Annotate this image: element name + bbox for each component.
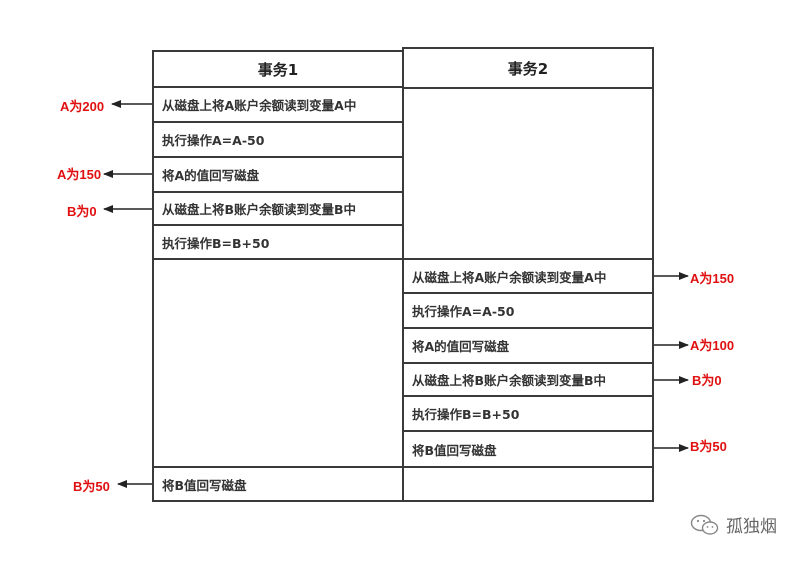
left-label-b50: B为50 bbox=[73, 479, 110, 494]
tx1-step-read-b: 从磁盘上将B账户余额读到变量B中 bbox=[152, 191, 404, 226]
tx2-header: 事务2 bbox=[402, 47, 654, 89]
left-label-a150: A为150 bbox=[57, 167, 102, 182]
watermark: 孤独烟 bbox=[690, 512, 777, 537]
right-label-a100: A为100 bbox=[690, 338, 735, 353]
tx2-empty-bottom bbox=[402, 466, 654, 502]
right-label-b0: B为0 bbox=[692, 373, 722, 388]
tx1-empty-block bbox=[152, 258, 404, 468]
right-label-b50: B为50 bbox=[690, 439, 727, 454]
tx2-step-compute-a: 执行操作A=A-50 bbox=[402, 292, 654, 329]
tx1-step-write-b: 将B值回写磁盘 bbox=[152, 466, 404, 502]
left-label-b0: B为0 bbox=[67, 204, 97, 219]
right-label-a150: A为150 bbox=[690, 271, 735, 286]
tx2-step-compute-b: 执行操作B=B+50 bbox=[402, 395, 654, 432]
tx1-header: 事务1 bbox=[152, 50, 404, 88]
watermark-text: 孤独烟 bbox=[726, 517, 777, 537]
tx1-step-compute-b: 执行操作B=B+50 bbox=[152, 224, 404, 260]
tx1-step-compute-a: 执行操作A=A-50 bbox=[152, 121, 404, 158]
wechat-icon bbox=[690, 514, 719, 535]
left-label-a200: A为200 bbox=[60, 99, 105, 114]
